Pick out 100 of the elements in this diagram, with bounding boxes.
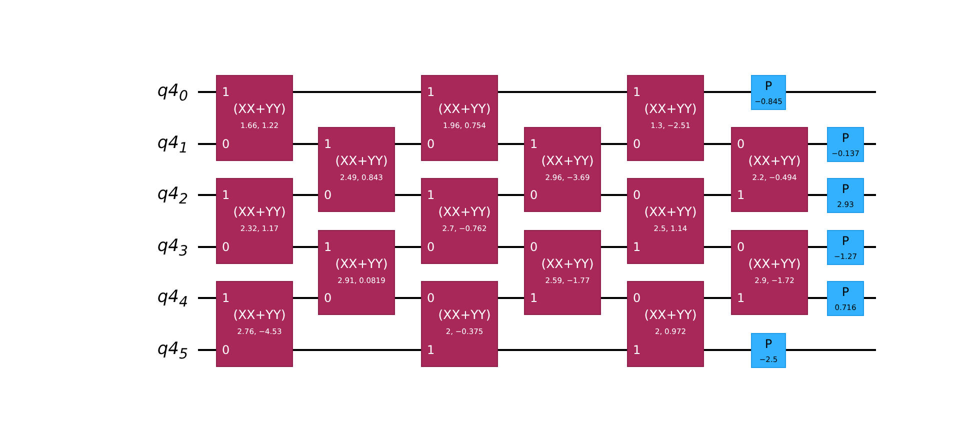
- qubit-label: q4$_{3}$: [157, 236, 188, 262]
- gate-name: (XX+YY): [643, 309, 698, 322]
- gate-name: P: [764, 338, 774, 350]
- xx-plus-yy-gate: [731, 127, 808, 212]
- wire: [498, 143, 524, 145]
- phase-gate: [751, 75, 786, 110]
- xx-plus-yy-gate: [216, 281, 293, 367]
- pin-label: 1: [530, 138, 538, 150]
- pin-label: 1: [737, 292, 745, 304]
- wire: [601, 297, 627, 299]
- pin-label: 1: [633, 344, 641, 356]
- wire: [293, 246, 318, 248]
- qubit-label: q4$_{2}$: [157, 184, 188, 210]
- gate-name: (XX+YY): [747, 258, 802, 270]
- wire: [498, 194, 524, 196]
- wire: [704, 91, 751, 93]
- xx-plus-yy-gate: [731, 230, 808, 315]
- gate-name: (XX+YY): [540, 155, 595, 168]
- pin-label: 0: [324, 292, 332, 304]
- wire: [395, 194, 421, 196]
- pin-label: 0: [222, 344, 230, 356]
- pin-label: 0: [737, 241, 745, 253]
- wire: [498, 349, 627, 351]
- xx-plus-yy-gate: [524, 230, 601, 315]
- pin-label: 0: [737, 138, 745, 150]
- pin-label: 1: [222, 189, 230, 201]
- pin-label: 0: [427, 241, 435, 253]
- wire: [864, 246, 876, 248]
- wire: [395, 297, 421, 299]
- gate-name: (XX+YY): [232, 309, 287, 322]
- wire: [808, 194, 827, 196]
- pin-label: 1: [324, 241, 332, 253]
- gate-name: (XX+YY): [437, 103, 492, 116]
- wire: [704, 246, 731, 248]
- gate-name: P: [840, 132, 850, 144]
- pin-label: 0: [633, 292, 641, 304]
- wire: [198, 91, 216, 93]
- gate-name: (XX+YY): [643, 103, 698, 116]
- wire: [864, 143, 876, 145]
- gate-name: P: [764, 80, 774, 92]
- phase-gate: [751, 333, 786, 368]
- gate-name: P: [840, 286, 850, 298]
- xx-plus-yy-gate: [524, 127, 601, 212]
- xx-plus-yy-gate: [421, 178, 498, 264]
- pin-label: 1: [427, 86, 435, 98]
- gate-name: (XX+YY): [232, 206, 287, 218]
- pin-label: 1: [222, 292, 230, 304]
- phase-gate: [827, 127, 864, 162]
- qubit-label: q4$_{4}$: [157, 287, 188, 312]
- phase-gate: [827, 281, 864, 316]
- wire: [704, 297, 731, 299]
- wire: [198, 143, 216, 145]
- wire: [498, 91, 627, 93]
- wire: [198, 246, 216, 248]
- gate-name: (XX+YY): [437, 309, 492, 322]
- xx-plus-yy-gate: [627, 178, 704, 264]
- pin-label: 0: [633, 138, 641, 150]
- gate-name: (XX+YY): [643, 206, 698, 218]
- phase-gate: [827, 230, 864, 265]
- wire: [395, 246, 421, 248]
- xx-plus-yy-gate: [421, 75, 498, 161]
- wire: [704, 194, 731, 196]
- wire: [864, 297, 876, 299]
- pin-label: 0: [530, 241, 538, 253]
- xx-plus-yy-gate: [318, 127, 395, 212]
- wire: [786, 349, 876, 351]
- wire: [808, 297, 827, 299]
- wire: [704, 349, 751, 351]
- pin-label: 1: [633, 241, 641, 253]
- wire: [601, 143, 627, 145]
- pin-label: 1: [737, 189, 745, 201]
- gate-name: (XX+YY): [334, 258, 389, 270]
- gate-name: (XX+YY): [232, 103, 287, 116]
- xx-plus-yy-gate: [627, 281, 704, 367]
- gate-name: P: [840, 235, 850, 247]
- pin-label: 1: [427, 344, 435, 356]
- gate-name: P: [840, 183, 850, 195]
- pin-label: 0: [427, 138, 435, 150]
- xx-plus-yy-gate: [216, 178, 293, 264]
- xx-plus-yy-gate: [318, 230, 395, 315]
- gate-name: (XX+YY): [437, 206, 492, 218]
- xx-plus-yy-gate: [627, 75, 704, 161]
- wire: [808, 143, 827, 145]
- gate-name: (XX+YY): [334, 155, 389, 168]
- pin-label: 0: [324, 189, 332, 201]
- wire: [293, 194, 318, 196]
- gate-name: (XX+YY): [747, 155, 802, 168]
- pin-label: 0: [427, 292, 435, 304]
- pin-label: 0: [633, 189, 641, 201]
- wire: [293, 91, 421, 93]
- wire: [498, 297, 524, 299]
- wire: [786, 91, 876, 93]
- pin-label: 1: [222, 86, 230, 98]
- pin-label: 0: [222, 241, 230, 253]
- pin-label: 0: [530, 189, 538, 201]
- wire: [808, 246, 827, 248]
- wire: [293, 349, 421, 351]
- pin-label: 1: [324, 138, 332, 150]
- wire: [198, 297, 216, 299]
- wire: [498, 246, 524, 248]
